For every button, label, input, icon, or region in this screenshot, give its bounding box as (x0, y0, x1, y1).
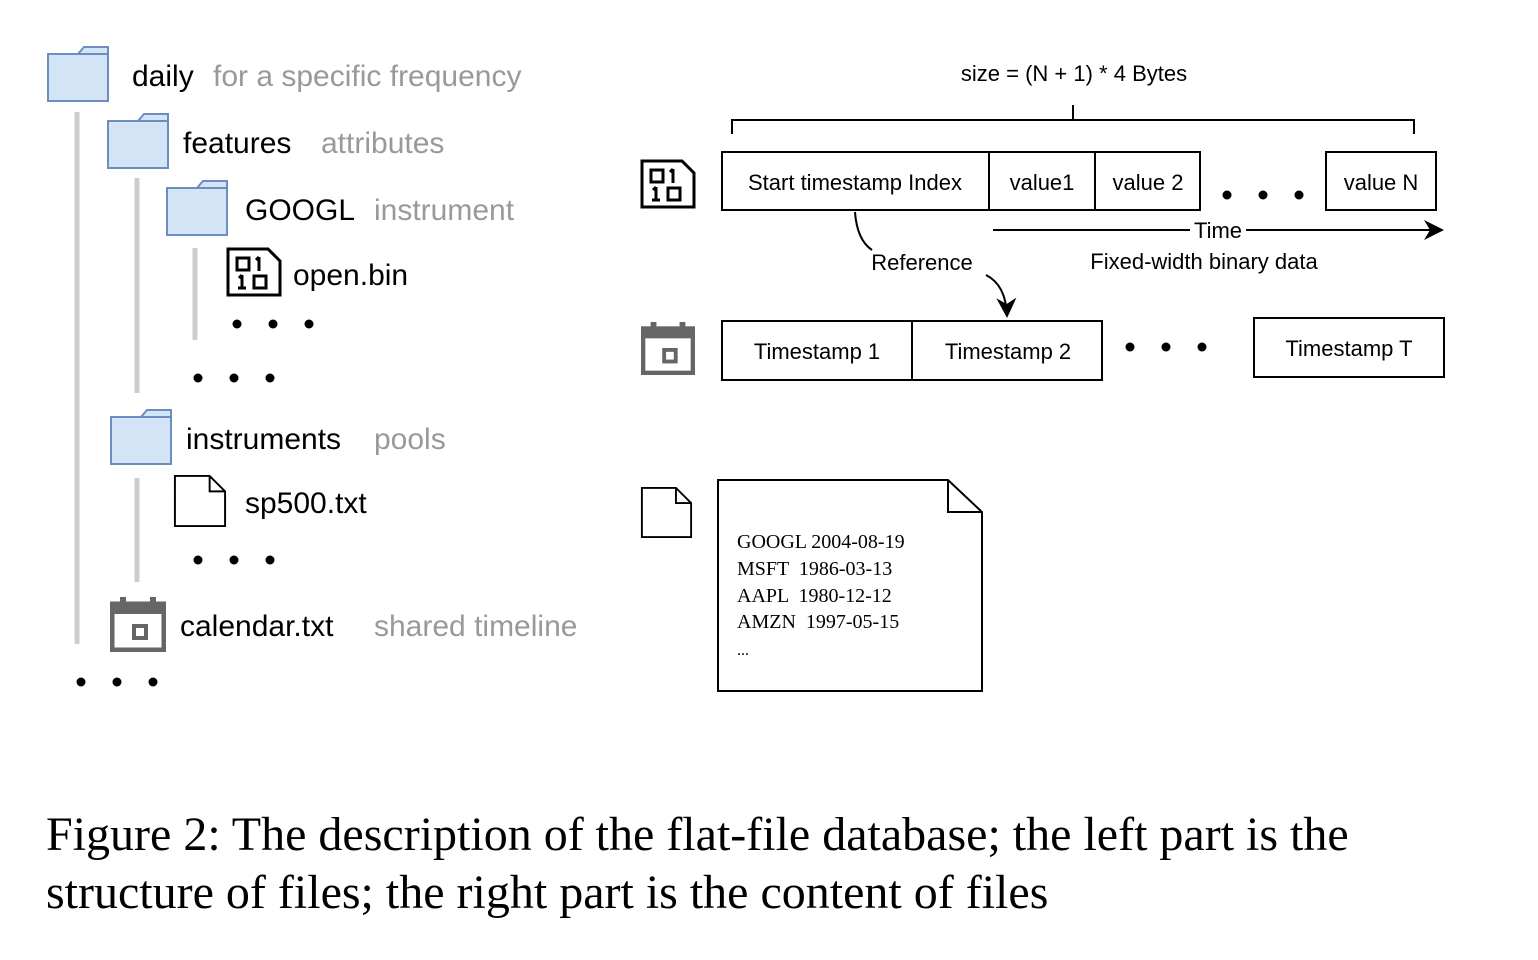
ellipsis-icon (1125, 342, 1207, 352)
timestamp-cell-1-label: Timestamp 1 (754, 339, 880, 364)
text-file-line: MSFT 1986-03-13 (737, 558, 892, 580)
tree-features-name: features (183, 127, 291, 160)
binary-cell-valueN-label: value N (1344, 170, 1419, 195)
folder-icon (166, 180, 228, 236)
reference-curve-top (854, 211, 873, 251)
reference-label: Reference (871, 250, 973, 275)
timestamp-cell-T (1253, 317, 1445, 378)
text-file-page (717, 479, 983, 692)
timestamp-cell-2-label: Timestamp 2 (945, 339, 1071, 364)
tree-calendar-desc: shared timeline (374, 610, 577, 643)
calendar-icon (112, 597, 164, 650)
text-file-line: ... (737, 642, 749, 659)
binary-content: size = (N + 1) * 4 Bytes Start timestamp… (640, 61, 1444, 318)
folder-icon (47, 46, 109, 102)
ellipsis-icon (193, 555, 275, 565)
time-label: Time (1194, 218, 1242, 243)
reference-arrow (985, 274, 1017, 318)
figure-caption: Figure 2: The description of the flat-fi… (46, 808, 1349, 919)
binary-cell-value2-label: value 2 (1113, 170, 1184, 195)
tree-googl-name: GOOGL (245, 194, 355, 227)
folder-icon (110, 409, 172, 465)
tree-open-bin-name: open.bin (293, 259, 408, 292)
timestamp-cell-2 (911, 320, 1103, 381)
timestamp-cell-1 (721, 320, 913, 381)
fixed-width-label: Fixed-width binary data (1090, 249, 1318, 274)
tree-sp500-name: sp500.txt (245, 487, 367, 520)
calendar-icon (643, 322, 693, 373)
binary-cell-valueN (1325, 151, 1437, 211)
file-tree: daily for a specific frequency features … (47, 46, 577, 687)
binary-cell-start-label: Start timestamp Index (748, 170, 962, 195)
tree-instruments-name: instruments (186, 423, 341, 456)
time-label-bg (1190, 220, 1246, 240)
binary-cell-value1 (988, 151, 1096, 211)
binary-cell-value1-label: value1 (1010, 170, 1075, 195)
binary-cell-start (721, 151, 990, 211)
tree-calendar-name: calendar.txt (180, 610, 334, 643)
tree-features-desc: attributes (321, 127, 444, 160)
binary-file-icon (226, 247, 282, 297)
binary-file-icon (640, 159, 696, 209)
tree-daily-desc: for a specific frequency (213, 60, 521, 93)
text-file-icon (173, 474, 227, 528)
binary-cell-value2 (1094, 151, 1201, 211)
folder-icon (107, 113, 169, 169)
flat-file-diagram: daily for a specific frequency features … (47, 46, 1445, 692)
ellipsis-icon (1222, 190, 1304, 200)
text-file-page-fold (947, 480, 982, 513)
size-brace (731, 105, 1415, 134)
calendar-content: Timestamp 1 Timestamp 2 Timestamp T (643, 317, 1445, 381)
ellipsis-icon (193, 373, 275, 383)
text-file-line: GOOGL 2004-08-19 (737, 531, 905, 553)
tree-googl-desc: instrument (374, 194, 515, 227)
tree-instruments-desc: pools (374, 423, 446, 456)
tree-daily-name: daily (132, 60, 194, 93)
ellipsis-icon (76, 677, 158, 687)
timestamp-cell-T-label: Timestamp T (1285, 336, 1412, 361)
size-label: size = (N + 1) * 4 Bytes (961, 61, 1187, 86)
text-file-content: GOOGL 2004-08-19 MSFT 1986-03-13 AAPL 19… (640, 479, 983, 692)
text-file-icon (640, 486, 693, 539)
ellipsis-icon (232, 319, 314, 329)
text-file-line: AAPL 1980-12-12 (737, 585, 892, 607)
text-file-line: AMZN 1997-05-15 (737, 611, 899, 633)
